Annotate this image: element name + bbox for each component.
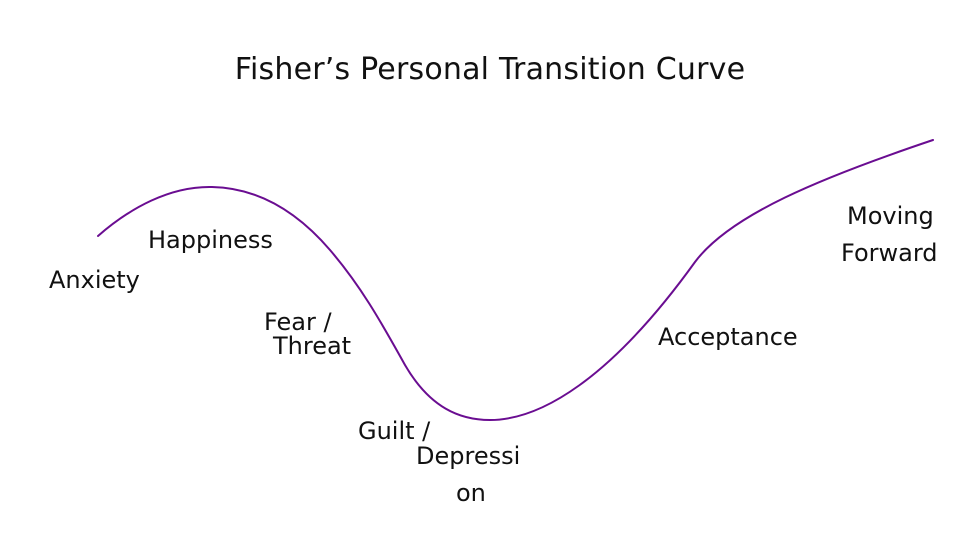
label-fear-threat: Fear / Threat (264, 310, 351, 358)
label-guilt-line2: Depressi (416, 442, 521, 470)
label-fear-line2: Threat (273, 332, 352, 360)
label-acceptance: Acceptance (658, 323, 798, 351)
transition-curve-line (97, 139, 934, 422)
label-guilt-line3: on (456, 479, 486, 507)
label-fear-line1: Fear / (264, 308, 332, 336)
diagram-title: Fisher’s Personal Transition Curve (234, 52, 746, 87)
label-happiness: Happiness (148, 226, 273, 254)
label-anxiety: Anxiety (49, 266, 140, 294)
label-guilt-line1: Guilt / (358, 417, 431, 445)
label-moving-line1: Moving (847, 202, 934, 230)
label-moving-line2: Forward (841, 239, 938, 267)
